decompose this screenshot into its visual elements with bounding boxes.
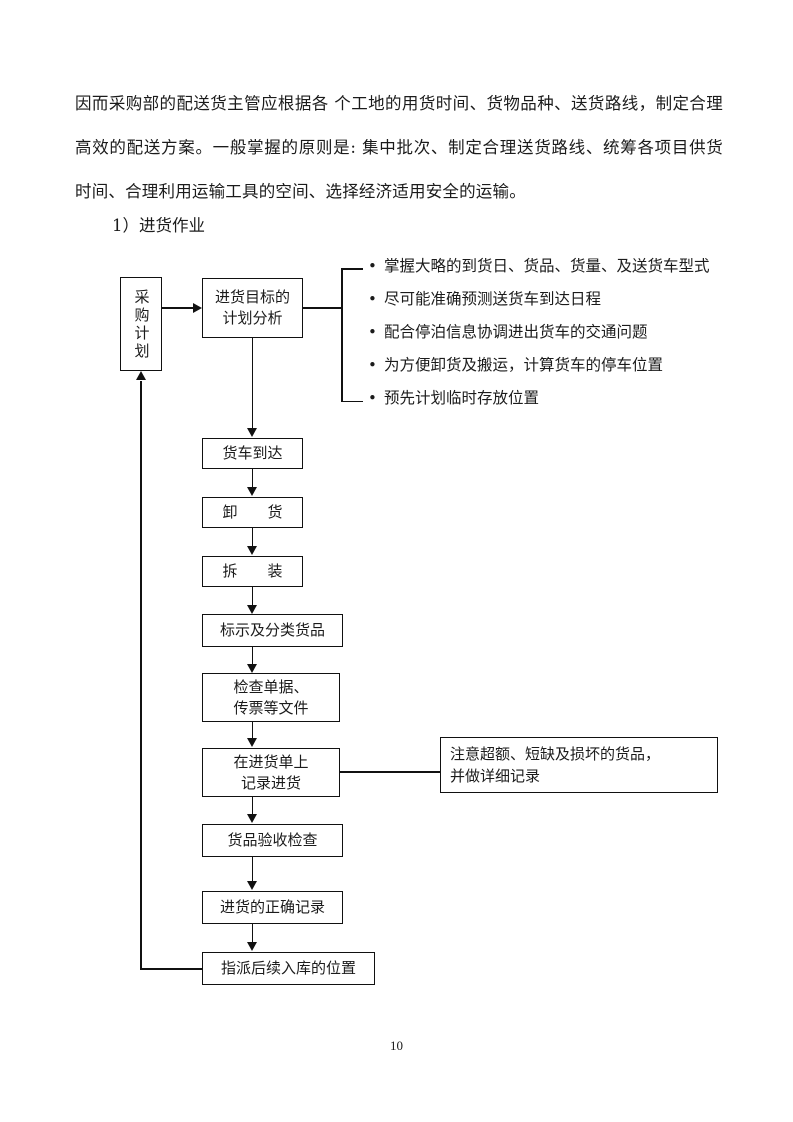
feedback-segment-vertical: [140, 381, 142, 969]
bullet-item: 预先计划临时存放位置: [368, 388, 768, 421]
arrowhead-analysis-to-truck: [247, 428, 257, 437]
bullet-item: 掌握大略的到货日、货品、货量、及送货车型式: [368, 256, 768, 289]
connector-record-to-note: [340, 771, 440, 773]
arrowhead-feedback-to-plan: [136, 371, 146, 380]
flow-node-correct-record[interactable]: 进货的正确记录: [202, 891, 343, 924]
arrowhead-truck-to-unload: [247, 487, 257, 496]
bracket-stub-top: [341, 268, 363, 270]
flow-node-unpack[interactable]: 拆 装: [202, 556, 303, 587]
connector-unload-to-unpack: [251, 528, 253, 547]
connector-inspect-to-correct: [251, 857, 253, 882]
bullet-list: 掌握大略的到货日、货品、货量、及送货车型式 尽可能准确预测送货车到达日程 配合停…: [368, 256, 768, 421]
connector-analysis-to-truck: [251, 338, 253, 429]
bracket-stub-bottom: [341, 400, 363, 402]
flow-note-discrepancy: 注意超额、短缺及损坏的货品， 并做详细记录: [440, 737, 718, 793]
feedback-segment-horizontal: [140, 968, 202, 970]
arrowhead-docs-to-record: [247, 738, 257, 747]
connector-analysis-to-bracket: [303, 307, 342, 309]
connector-truck-to-unload: [251, 469, 253, 488]
flow-node-check-docs[interactable]: 检查单据、 传票等文件: [202, 673, 340, 722]
connector-plan-to-analysis: [162, 307, 194, 309]
arrowhead-unload-to-unpack: [247, 546, 257, 555]
connector-unpack-to-sort: [251, 587, 253, 606]
flow-node-purchase-plan[interactable]: 采购计划: [120, 277, 162, 371]
bullet-item: 配合停泊信息协调进出货车的交通问题: [368, 322, 768, 355]
flow-node-label-sort[interactable]: 标示及分类货品: [202, 614, 343, 647]
flow-node-record-receipt[interactable]: 在进货单上 记录进货: [202, 748, 340, 797]
section-heading: 1）进货作业: [112, 216, 205, 235]
arrowhead-sort-to-docs: [247, 664, 257, 673]
page-number: 10: [390, 1038, 403, 1053]
connector-docs-to-record: [251, 722, 253, 739]
flow-node-goal-analysis[interactable]: 进货目标的 计划分析: [202, 278, 303, 338]
bullet-item: 尽可能准确预测送货车到达日程: [368, 289, 768, 322]
flow-node-unload[interactable]: 卸 货: [202, 497, 303, 528]
arrowhead-plan-to-analysis: [193, 302, 202, 313]
flow-node-assign-location[interactable]: 指派后续入库的位置: [202, 952, 375, 985]
flow-node-truck-arrive[interactable]: 货车到达: [202, 438, 303, 469]
connector-record-to-inspect: [251, 797, 253, 815]
connector-sort-to-docs: [251, 647, 253, 665]
paragraph-text: 因而采购部的配送货主管应根据各 个工地的用货时间、货物品种、送货路线，制定合理高…: [75, 94, 723, 201]
connector-correct-to-assign: [251, 924, 253, 943]
arrowhead-inspect-to-correct: [247, 881, 257, 890]
bullet-item: 为方便卸货及搬运，计算货车的停车位置: [368, 355, 768, 388]
arrowhead-unpack-to-sort: [247, 605, 257, 614]
arrowhead-correct-to-assign: [247, 942, 257, 951]
bracket-spine: [341, 268, 343, 402]
arrowhead-record-to-inspect: [247, 814, 257, 823]
body-paragraph: 因而采购部的配送货主管应根据各 个工地的用货时间、货物品种、送货路线，制定合理高…: [75, 82, 723, 214]
flow-node-goods-inspect[interactable]: 货品验收检查: [202, 824, 343, 857]
